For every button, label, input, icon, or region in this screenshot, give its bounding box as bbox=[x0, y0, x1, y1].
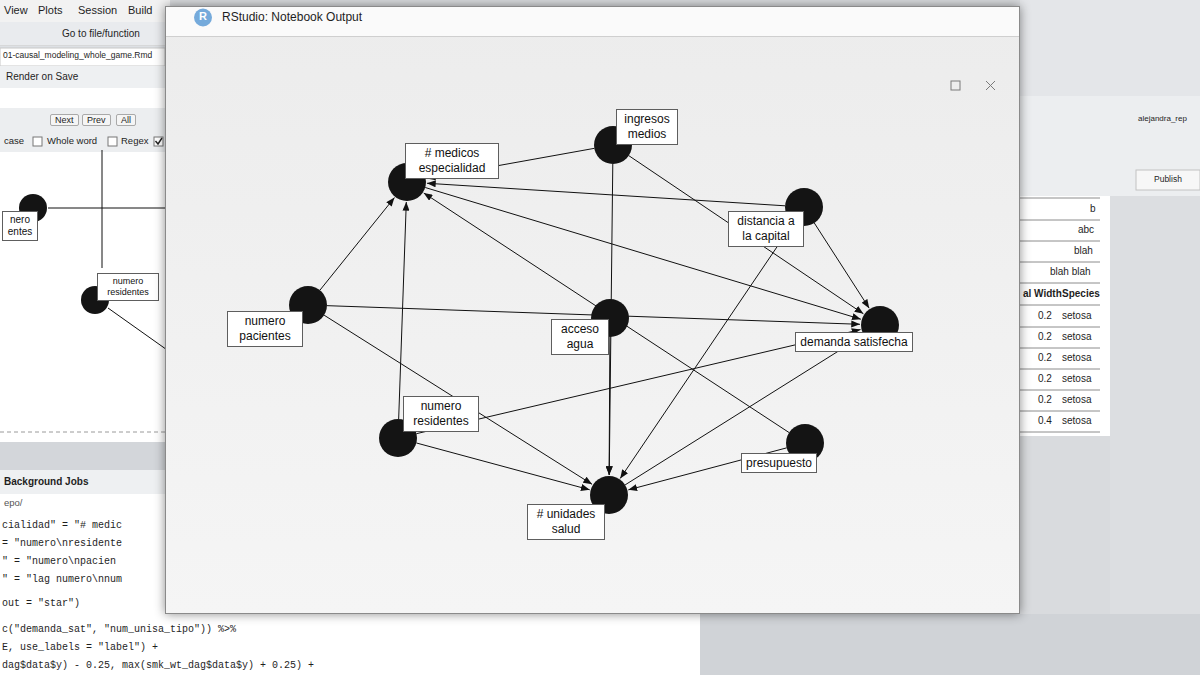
toolbar-button: All bbox=[116, 114, 136, 126]
ui-label: Session bbox=[78, 4, 117, 17]
node-label-box: # medicos especialidad bbox=[405, 143, 499, 178]
code-line: cialidad" = "# medic bbox=[2, 520, 122, 532]
ui-label: Render on Save bbox=[6, 71, 78, 83]
toolbar-button: Next bbox=[50, 114, 79, 126]
toolbar-button: Prev bbox=[82, 114, 111, 126]
ui-label: alejandra_rep bbox=[1138, 114, 1187, 123]
node-label-box: acceso agua bbox=[551, 319, 609, 354]
code-line: E, use_labels = "label") + bbox=[2, 642, 158, 654]
code-line: c("demanda_sat", "num_unisa_tipo")) %>% bbox=[2, 624, 236, 636]
ui-label: Species bbox=[1062, 288, 1100, 300]
node-label-box: demanda satisfecha bbox=[795, 332, 912, 353]
ui-label: Go to file/function bbox=[62, 28, 140, 40]
dag-node: numero pacientes bbox=[289, 286, 327, 324]
ui-label: b bbox=[1090, 203, 1096, 215]
node-label: distancia a la capital bbox=[737, 214, 794, 243]
dag-node: # medicos especialidad bbox=[388, 163, 426, 201]
ui-label: Whole word bbox=[47, 136, 97, 147]
code-line: dag$data$y) - 0.25, max(smk_wt_dag$data$… bbox=[2, 660, 314, 672]
dag-node: acceso agua bbox=[591, 299, 629, 337]
node-label: presupuesto bbox=[746, 456, 812, 470]
code-line: " = "lag numero\nnum bbox=[2, 574, 122, 586]
ui-label: setosa bbox=[1062, 331, 1091, 343]
node-label: ingresos medios bbox=[624, 112, 669, 141]
window-title: RStudio: Notebook Output bbox=[222, 11, 362, 25]
node-label-box: numero residentes bbox=[97, 273, 159, 301]
dag-node: # unidades salud bbox=[590, 476, 628, 514]
ui-label: 0.2 bbox=[1038, 373, 1052, 385]
node-label-box: numero residentes bbox=[403, 396, 479, 431]
window-title: R bbox=[199, 10, 207, 23]
ui-label: al Width bbox=[1023, 288, 1062, 300]
ui-label: setosa bbox=[1062, 373, 1091, 385]
notebook-window: ingresos medios # medicos especialidad dis… bbox=[165, 6, 1020, 614]
causal-arrow bbox=[629, 156, 864, 314]
ui-label: 0.2 bbox=[1038, 394, 1052, 406]
node-label: nero entes bbox=[8, 214, 32, 237]
dag-node: distancia a la capital bbox=[785, 188, 823, 226]
dag-node: numero residentes bbox=[81, 286, 109, 314]
causal-arrow bbox=[625, 336, 863, 485]
ui-label: 01-causal_modeling_whole_game.Rmd bbox=[3, 51, 152, 61]
node-label: numero residentes bbox=[107, 276, 149, 297]
dag-node: ingresos medios bbox=[594, 126, 632, 164]
node-label: numero residentes bbox=[413, 399, 468, 428]
ui-label: case bbox=[4, 136, 24, 147]
node-layer: ingresos medios # medicos especialidad dis… bbox=[165, 6, 1020, 614]
dag-node: numero residentes bbox=[379, 419, 417, 457]
node-label-box: ingresos medios bbox=[616, 109, 678, 144]
node-label-box: distancia a la capital bbox=[728, 211, 804, 246]
code-line: " = "numero\npacien bbox=[2, 556, 116, 568]
dag-node: demanda satisfecha bbox=[861, 306, 899, 344]
ui-label: 0.4 bbox=[1038, 415, 1052, 427]
node-label: numero pacientes bbox=[239, 314, 290, 343]
ui-label: View bbox=[4, 4, 28, 17]
causal-arrow bbox=[399, 202, 407, 419]
causal-arrow bbox=[814, 223, 869, 308]
node-label: acceso agua bbox=[561, 322, 599, 351]
causal-arrow bbox=[416, 443, 589, 490]
ui-label: abc bbox=[1078, 224, 1094, 236]
ui-label: setosa bbox=[1062, 310, 1091, 322]
ui-label: setosa bbox=[1062, 415, 1091, 427]
ui-label: epo/ bbox=[4, 498, 23, 509]
node-label-box: numero pacientes bbox=[227, 311, 303, 346]
ui-label: Background Jobs bbox=[4, 476, 88, 488]
node-label-box: # unidades salud bbox=[527, 504, 605, 539]
code-line: out = "star") bbox=[2, 598, 80, 610]
ui-label: Build bbox=[128, 4, 152, 17]
node-label: demanda satisfecha bbox=[800, 335, 907, 349]
code-line: = "numero\nresidente bbox=[2, 538, 122, 550]
dag-node: presupuesto bbox=[786, 424, 824, 462]
ui-label: Publish bbox=[1154, 175, 1182, 185]
ui-label: 0.2 bbox=[1038, 352, 1052, 364]
causal-arrow bbox=[425, 187, 861, 319]
ui-label: Plots bbox=[38, 4, 62, 17]
node-label-box: presupuesto bbox=[741, 453, 817, 474]
causal-arrow bbox=[620, 223, 793, 479]
ui-label: blah bbox=[1074, 245, 1093, 257]
causal-arrow bbox=[320, 198, 395, 291]
node-label: # medicos especialidad bbox=[419, 146, 486, 175]
ui-label: setosa bbox=[1062, 352, 1091, 364]
causal-arrow bbox=[427, 183, 785, 206]
ui-label: 0.2 bbox=[1038, 310, 1052, 322]
ui-label: Regex bbox=[121, 136, 148, 147]
causal-arrow bbox=[416, 330, 860, 434]
dag-node: nero entes bbox=[19, 194, 47, 222]
node-label-box: nero entes bbox=[2, 211, 38, 241]
ui-label: blah blah bbox=[1050, 266, 1091, 278]
causal-arrow bbox=[609, 337, 611, 475]
node-label: # unidades salud bbox=[537, 507, 596, 536]
ui-label: 0.2 bbox=[1038, 331, 1052, 343]
ui-label: setosa bbox=[1062, 394, 1091, 406]
